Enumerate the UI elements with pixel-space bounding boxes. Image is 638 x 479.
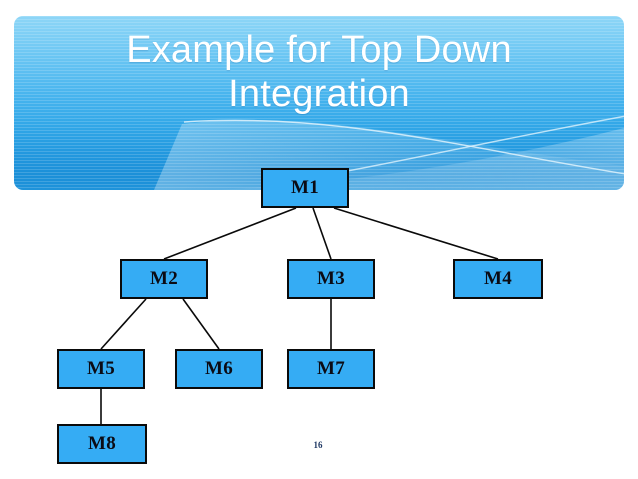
node-m4[interactable]: M4 [453, 259, 543, 299]
node-m7[interactable]: M7 [287, 349, 375, 389]
node-m6[interactable]: M6 [175, 349, 263, 389]
node-m1[interactable]: M1 [261, 168, 349, 208]
slide-page-number: 16 [313, 440, 323, 450]
edge-m2-m6 [182, 298, 220, 350]
edge-m1-m3 [312, 207, 332, 260]
title-banner: Example for Top Down Integration [14, 16, 624, 190]
edge-m2-m5 [100, 298, 147, 350]
edge-m1-m4 [333, 207, 499, 260]
node-m8[interactable]: M8 [57, 424, 147, 464]
node-m3[interactable]: M3 [287, 259, 375, 299]
node-m2[interactable]: M2 [120, 259, 208, 299]
edge-m1-m2 [163, 207, 297, 260]
node-m5[interactable]: M5 [57, 349, 145, 389]
slide-title: Example for Top Down Integration [126, 29, 512, 115]
